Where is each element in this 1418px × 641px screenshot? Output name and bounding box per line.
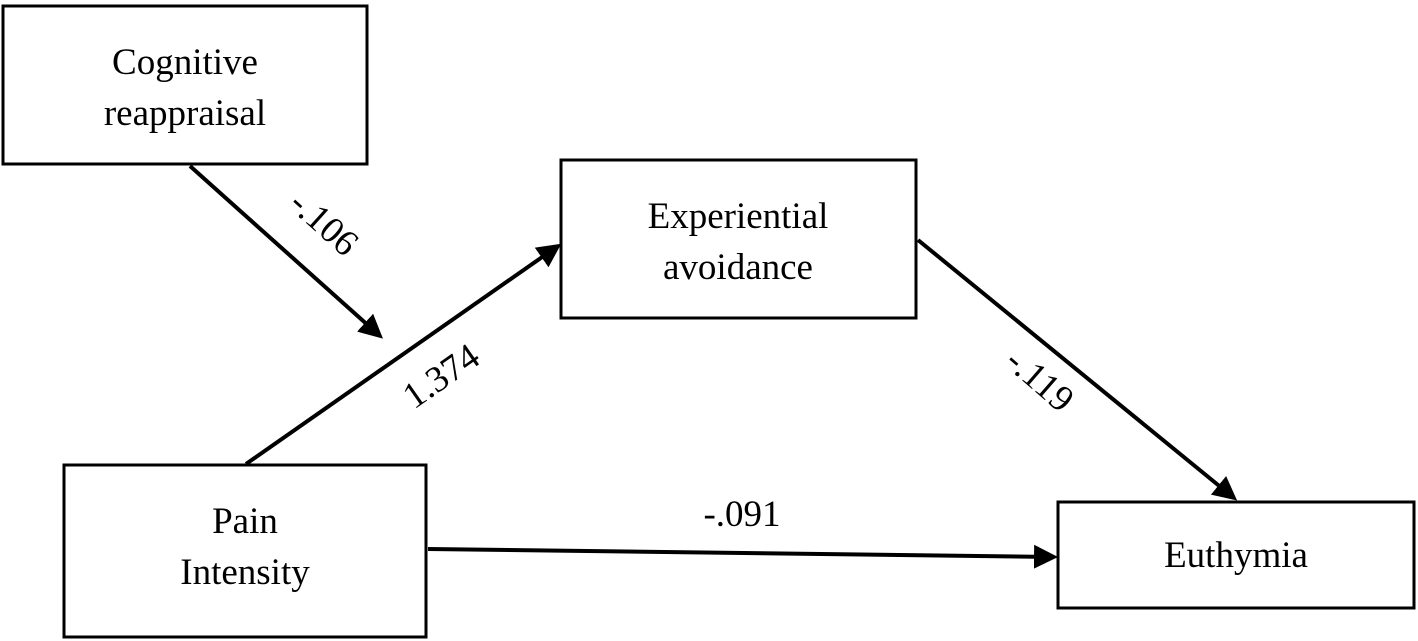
- node-cognitive-reappraisal: Cognitive reappraisal: [1, 4, 369, 166]
- node-euthymia: Euthymia: [1056, 500, 1416, 610]
- node-experiential-avoidance-line1: Experiential: [648, 196, 829, 237]
- pain-to-avoidance-arrow: [244, 243, 562, 466]
- node-experiential-avoidance: Experiential avoidance: [559, 158, 918, 320]
- pain-to-euthymia-label: -.091: [703, 494, 780, 535]
- avoidance-to-euthymia-arrow: [916, 238, 1238, 501]
- avoidance-to-euthymia-label: -.119: [998, 340, 1082, 421]
- node-pain-intensity-line1: Pain: [212, 501, 278, 542]
- node-pain-intensity: Pain Intensity: [62, 463, 428, 639]
- reappraisal-moderation-label: -.106: [281, 182, 366, 264]
- node-pain-intensity-line2: Intensity: [180, 552, 310, 593]
- node-cognitive-reappraisal-line1: Cognitive: [112, 42, 258, 83]
- node-experiential-avoidance-line2: avoidance: [663, 247, 813, 288]
- pain-to-euthymia-arrow: [427, 544, 1058, 569]
- reappraisal-moderation-arrow: [188, 164, 383, 339]
- node-cognitive-reappraisal-line2: reappraisal: [104, 93, 266, 134]
- node-euthymia-line1: Euthymia: [1164, 535, 1308, 576]
